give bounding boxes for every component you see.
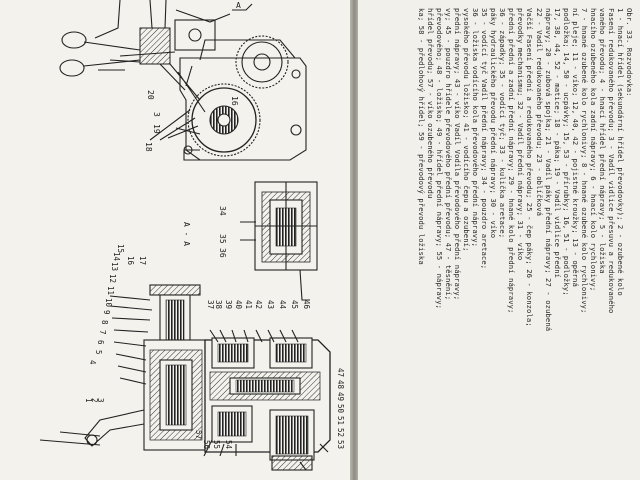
callout-2: 2 — [90, 398, 99, 403]
callout-17: 17 — [138, 256, 147, 265]
callout-51: 51 — [336, 416, 345, 425]
caption-line: 7 - hnané ozubené kolo rychlonivy; 8 - h… — [579, 8, 589, 314]
callout-42: 42 — [254, 300, 263, 309]
callout-1: 1 — [84, 398, 93, 403]
book-gutter — [350, 0, 360, 480]
callout-20: 20 — [146, 90, 155, 100]
callout-3b: 3 — [96, 398, 105, 403]
callout-18: 18 — [144, 142, 153, 152]
upper-assembly-drawing — [59, 0, 307, 161]
callout-36: 36 — [218, 248, 227, 258]
callout-8: 8 — [100, 320, 109, 325]
callout-6: 6 — [96, 340, 105, 345]
callout-9: 9 — [102, 310, 111, 315]
callout-3: 3 — [152, 112, 161, 117]
caption-line: ní pleje; 11 - víko; 12, 40, 42 - pojist… — [570, 8, 580, 287]
lower-callouts-left: 1 2 3 4 5 6 7 8 9 10 11 12 13 14 15 16 1… — [84, 244, 147, 403]
caption-line: 1 - hnací hřídel (sekundární hřídel přev… — [615, 8, 625, 296]
caption-line: 36 - ložiska vodícího kola převodového p… — [471, 8, 481, 248]
caption-line: podložka; 14, 50 - ucpávky; 15, 53 - pří… — [561, 8, 571, 296]
caption-line: přední nápravy; 43 - víko Vadíl Vodíla p… — [453, 8, 463, 301]
technical-drawing: A 16 18 3 19 20 A - A 34 35 36 — [39, 0, 345, 471]
callout-14: 14 — [112, 252, 121, 262]
caption-line: vysokého převodu ložisko; 41 - vodícího … — [462, 8, 472, 252]
lower-callouts-bottom: 57 56 55 54 53 52 51 50 49 48 47 — [194, 368, 345, 450]
callout-57: 57 — [194, 430, 203, 439]
caption-line: převodového; 48 - ložisko; 49 - hřídel p… — [435, 8, 445, 310]
callout-37: 37 — [206, 300, 215, 309]
caption-line: 36 - západky; 35 - vodící tyč; 33 - kuli… — [498, 8, 508, 239]
caption-line: 35 - vodící tyč Vadíl přední nápravy; 34… — [480, 8, 490, 270]
callout-38: 38 — [214, 300, 223, 310]
callout-34: 34 — [218, 206, 227, 216]
caption-line: přední přední a zadní přední nápravy; 29… — [507, 8, 517, 314]
callout-12: 12 — [108, 274, 117, 283]
callout-19: 19 — [152, 124, 161, 134]
lower-callouts-top: 37 38 39 40 41 42 43 44 45 46 — [206, 300, 311, 310]
callout-49: 49 — [336, 392, 345, 401]
callout-45: 45 — [290, 300, 299, 309]
caption-line: vy; 45 - pouzdro hřídele převodového pře… — [444, 8, 454, 301]
callout-41: 41 — [244, 300, 253, 309]
callout-53: 53 — [336, 440, 345, 449]
upper-callouts: A 16 18 3 19 20 — [144, 1, 241, 152]
caption-line: Vačší Fasení přední a redukovaného převo… — [525, 8, 535, 327]
right-page — [358, 0, 640, 480]
callout-13: 13 — [110, 262, 119, 271]
callout-52: 52 — [336, 428, 345, 437]
caption-line: vaného převodu; 4 - hnací hřídel přední … — [597, 8, 607, 274]
callout-48: 48 — [336, 380, 345, 390]
callout-43: 43 — [266, 300, 275, 309]
caption-line: 17, 38, 44, 52 - matice; 18 - páka; 19 -… — [552, 8, 562, 279]
caption-line: Fasení redukovaného převodu; 3 - Vadíl v… — [606, 8, 616, 314]
callout-40: 40 — [234, 300, 243, 310]
callout-4: 4 — [88, 360, 97, 365]
caption-line: převodky mechanismu; 32 - Vadíl přední n… — [516, 8, 526, 261]
callout-56: 56 — [202, 440, 211, 450]
section-callouts: A - A 34 35 36 — [182, 206, 227, 258]
caption-line: hřídel převodu; 57 - víko ozubeného přev… — [425, 8, 435, 199]
callout-39: 39 — [224, 300, 233, 309]
section-a-a-drawing — [240, 181, 318, 301]
caption-line: nápravy; 20 - zubová spojka; 21 - Vadíl … — [543, 8, 553, 332]
callout-16-top: 16 — [230, 96, 239, 106]
section-a-a-label: A - A — [182, 222, 191, 246]
left-page: A 16 18 3 19 20 A - A 34 35 36 — [0, 0, 352, 480]
callout-55: 55 — [212, 440, 221, 449]
caption-line: Obr. 33. Rozvodovka: — [625, 8, 634, 97]
callout-7: 7 — [98, 330, 107, 335]
caption-text: Obr. 33. Rozvodovka: 1 - hnací hřídel (s… — [417, 8, 634, 474]
callout-a-top: A — [236, 1, 241, 10]
callout-35: 35 — [218, 234, 227, 244]
callout-10: 10 — [104, 298, 113, 308]
caption-line: ka; 58 - předlohový hřídel; 59 - převodo… — [416, 8, 426, 265]
caption-line: 22 - Vadíl redukovaného převodu; 23 - ob… — [534, 8, 544, 217]
callout-11: 11 — [106, 286, 115, 295]
callout-15: 15 — [116, 244, 125, 253]
callout-44: 44 — [278, 300, 287, 310]
callout-16: 16 — [126, 256, 135, 266]
callout-46: 46 — [302, 300, 311, 310]
lower-assembly-drawing — [39, 284, 331, 471]
caption-block: Obr. 33. Rozvodovka: 1 - hnací hřídel (s… — [372, 8, 634, 474]
callout-54: 54 — [224, 440, 233, 450]
callout-50: 50 — [336, 404, 345, 414]
caption-line: páky hydraulického převodu přední náprav… — [489, 8, 499, 239]
callout-5: 5 — [94, 350, 103, 355]
callout-47: 47 — [336, 368, 345, 377]
caption-line: hnacího ozubeného kola zadní nápravy; 6 … — [588, 8, 598, 292]
